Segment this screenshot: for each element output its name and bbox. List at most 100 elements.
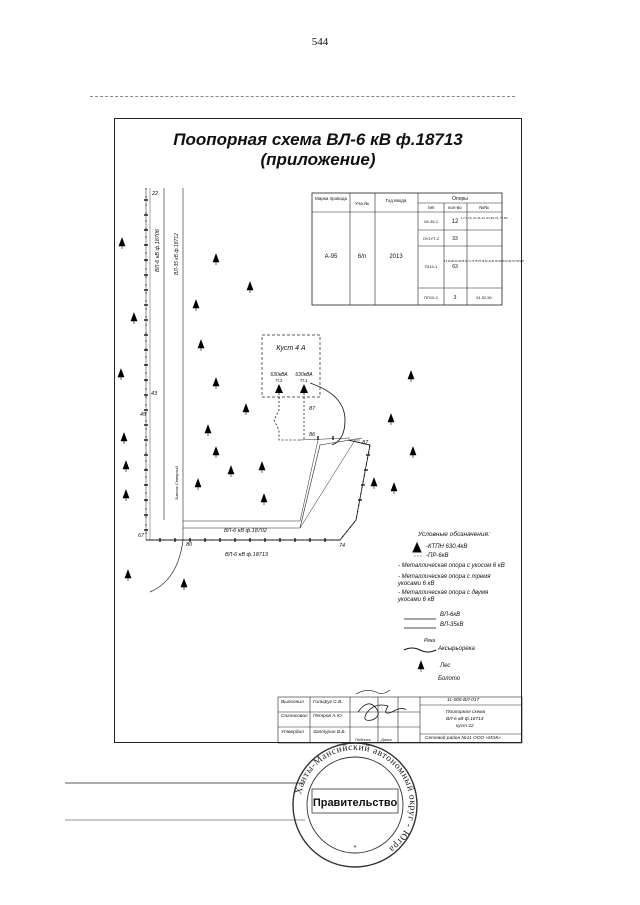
stamp-code: 11-005-ВЛ-017 [447, 698, 480, 703]
seal-bottom-mark: * [354, 845, 357, 852]
th-nums: №№ [479, 205, 489, 210]
row4-type: ПП10-2 [424, 295, 439, 300]
drawing-frame [114, 118, 522, 743]
tree-icon [390, 482, 398, 494]
spec-table: Марка провода Уча.№ Год ввода Опоры тип … [311, 192, 525, 306]
cell-section: 6/п [358, 254, 366, 260]
left-lines [145, 188, 184, 540]
drawing-subtitle: (приложение) [260, 150, 376, 169]
forest-symbols [117, 237, 417, 590]
signature [355, 689, 391, 695]
pole-number: 87 [362, 440, 369, 446]
stamp-role: Согласовал [281, 714, 308, 719]
legend-ktp: -КТПН 630,4кВ [426, 544, 468, 550]
stamp-name: Гильфуг С.В. [313, 700, 343, 705]
tree-icon [407, 370, 415, 382]
stamp-org: Сетевой район №11 ООО «МЭК» [425, 736, 501, 741]
vertical-label-18712: ВЛ-35 кВ ф.18712 [174, 233, 180, 275]
tree-icon [194, 478, 202, 490]
tree-icon [260, 493, 268, 505]
stamp-name: Залтурин В.Б. [313, 730, 346, 735]
legend-forest: Лес [440, 663, 451, 669]
row3-count: 63 [452, 264, 458, 270]
tree-icon [180, 578, 188, 590]
tree-icon [212, 377, 220, 389]
tree-icon [242, 403, 250, 415]
pole-ticks-horizontal [159, 436, 370, 542]
line-label-18713: ВЛ-6 кВ ф.18713 [225, 552, 269, 558]
legend-river-name: Аксырьорека [438, 646, 475, 652]
legend-pole-single: - Металлическая опора с укосом 6 кВ [398, 563, 505, 569]
pole-number: 86 [309, 432, 316, 438]
stamp-grid [277, 696, 523, 744]
lines-18713-18702 [146, 382, 371, 593]
tree-icon [118, 237, 126, 249]
tree-icon [409, 446, 417, 458]
row1-count: 12 [452, 219, 459, 225]
tree-icon [212, 446, 220, 458]
row3-type: П110-1 [425, 264, 439, 269]
legend-pole-double: - Металлическая опора с двумя укосами 6 … [398, 590, 489, 603]
stamp-col-date: Дата [381, 737, 392, 742]
tree-icon [387, 413, 395, 425]
stamp-desc-3: куст 22 [456, 724, 474, 729]
transformer-1-icon [275, 384, 283, 393]
bush-4a: Куст 4 А 630кВА 630кВА П.2 П.1 [261, 334, 321, 441]
legend-title: Условные обозначения: [418, 531, 490, 538]
th-section: Уча.№ [355, 201, 369, 206]
legend-line-35kv: ВЛ-35кВ [440, 622, 464, 628]
transformer-1-id: П.2 [276, 378, 283, 383]
tree-icon [120, 432, 128, 444]
pole-number: 74 [339, 543, 345, 549]
tree-icon [212, 253, 220, 265]
pole-number: 87 [309, 406, 316, 412]
line-label-18702: ВЛ-6 кВ ф.18702 [224, 528, 267, 534]
pole-number: 80 [186, 542, 193, 548]
tree-icon [122, 460, 130, 472]
tree-icon [246, 281, 254, 293]
transformer-2-power: 630кВА [295, 372, 313, 378]
th-poles: Опоры [452, 196, 468, 202]
pole-number: 67 [138, 533, 145, 539]
vertical-label-18706: ВЛ-6 кВ ф.18706 [155, 228, 161, 272]
stamp-role: Утвердил [281, 730, 304, 735]
row2-type: ОУ1УТ-2 [423, 236, 440, 241]
legend-pr: -ПР-6кВ [426, 553, 449, 559]
legend-pole-triple: - Металлическая опора с тремя укосами 6 … [398, 574, 491, 587]
page-number: 544 [311, 36, 329, 48]
pole-numbers: 22 43 45 87 86 87 67 80 74 [138, 191, 369, 549]
transformer-2-id: П.1 [301, 378, 308, 383]
row4-count: 3 [454, 295, 457, 301]
cell-wire: А-95 [325, 254, 338, 260]
legend-symbols [403, 541, 437, 672]
tree-icon [417, 660, 425, 672]
row3-nums: 2-6 16-98 40-46,55 15 71-76 75-78 78-42,… [444, 260, 525, 263]
legend-swamp: Болото [438, 676, 461, 682]
pole-number: 22 [151, 191, 158, 197]
th-wire-brand: Марка провода [315, 196, 347, 201]
header-rule [90, 96, 515, 97]
pole-number: 43 [151, 391, 158, 397]
row1-type: УА-35-1 [424, 219, 439, 224]
tree-icon [117, 368, 125, 380]
road-label: Зимник Северный [174, 465, 179, 500]
th-year: Год ввода [386, 198, 407, 203]
row2-count: 33 [452, 236, 458, 242]
bush-label: Куст 4 А [276, 345, 306, 352]
cell-year: 2013 [389, 254, 403, 260]
legend-river-title: Река [424, 638, 436, 644]
transformer-1-power: 630кВА [270, 372, 288, 378]
tree-icon [124, 569, 132, 581]
transformer-2-icon [300, 384, 308, 393]
th-count: кол-во [448, 205, 462, 210]
seal-center-text: Правительство [313, 797, 398, 809]
th-type: тип [427, 205, 435, 210]
tree-icon [122, 489, 130, 501]
stamp-name: Петров А.Ю. [313, 714, 343, 719]
tree-icon [204, 424, 212, 436]
tree-icon [370, 477, 378, 489]
signature [357, 703, 407, 721]
stamp-desc-2: ВЛ-6 кВ ф.18713 [446, 717, 484, 722]
tree-icon [258, 461, 266, 473]
